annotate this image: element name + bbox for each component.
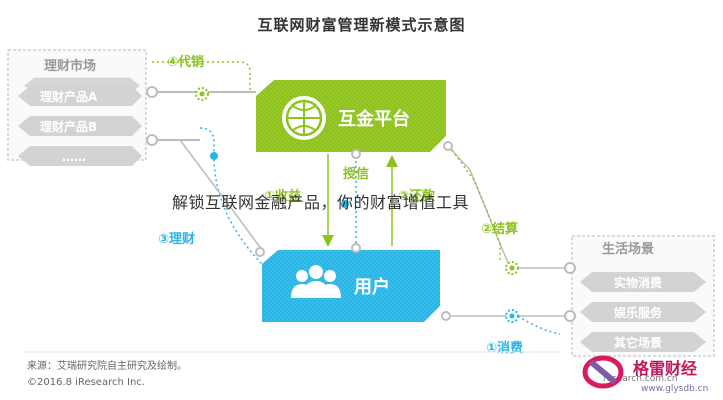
flow-label: ②还款 [398, 188, 436, 204]
overlay-caption: 解锁互联网金融产品，你的财富增值工具 [172, 193, 470, 212]
market-item-label: 理财产品B [40, 119, 97, 134]
flow-label: ④代销 [167, 54, 204, 70]
life-item-3 [580, 332, 706, 352]
life-panel: 生活场景 实物消费 娱乐服务 其它场景 [571, 235, 715, 357]
flow-consume [441, 309, 576, 335]
user-node: 用户 [262, 250, 440, 322]
logo-icon [582, 355, 624, 389]
user-label: 用户 [354, 276, 390, 298]
flow-label: ③理财 [158, 231, 195, 247]
copyright-note: ©2016.8 iResearch Inc. [27, 377, 145, 388]
life-item-label: 实物消费 [614, 275, 662, 290]
flow-label: ①消费 [486, 340, 523, 356]
partial-url: research.com.cn [603, 374, 678, 384]
source-note: 来源：艾瑞研究院自主研究及绘制。 [27, 361, 187, 372]
market-item-label: …… [62, 150, 86, 164]
market-title: 理财市场 [44, 58, 96, 74]
flow-platform-user [322, 149, 398, 253]
market-item-label: 理财产品A [40, 89, 98, 104]
life-item-2 [580, 302, 706, 322]
flow-label: ①收益 [264, 188, 301, 204]
life-title: 生活场景 [602, 241, 654, 257]
market-item-1 [18, 86, 142, 106]
platform-node: 互金平台 [256, 80, 446, 152]
platform-label: 互金平台 [338, 108, 410, 130]
flow-settle [443, 141, 576, 275]
flow-label: 授信 [343, 166, 369, 182]
flow-label: ②结算 [481, 221, 518, 237]
logo-url: www.glysdb.cn [641, 384, 709, 394]
life-item-1 [580, 272, 706, 292]
diagram-title: 互联网财富管理新模式示意图 [257, 16, 466, 34]
users-icon [291, 265, 341, 298]
life-item-label: 娱乐服务 [614, 305, 663, 320]
flow-invest [146, 127, 265, 265]
logo-name: 格雷财经 [633, 359, 698, 378]
life-item-label: 其它场景 [614, 335, 662, 350]
flow-sell-agent [146, 61, 256, 101]
market-panel: 理财市场 理财产品A 理财产品B …… [7, 49, 147, 166]
market-item-2 [18, 116, 142, 136]
market-item-3 [18, 146, 142, 166]
